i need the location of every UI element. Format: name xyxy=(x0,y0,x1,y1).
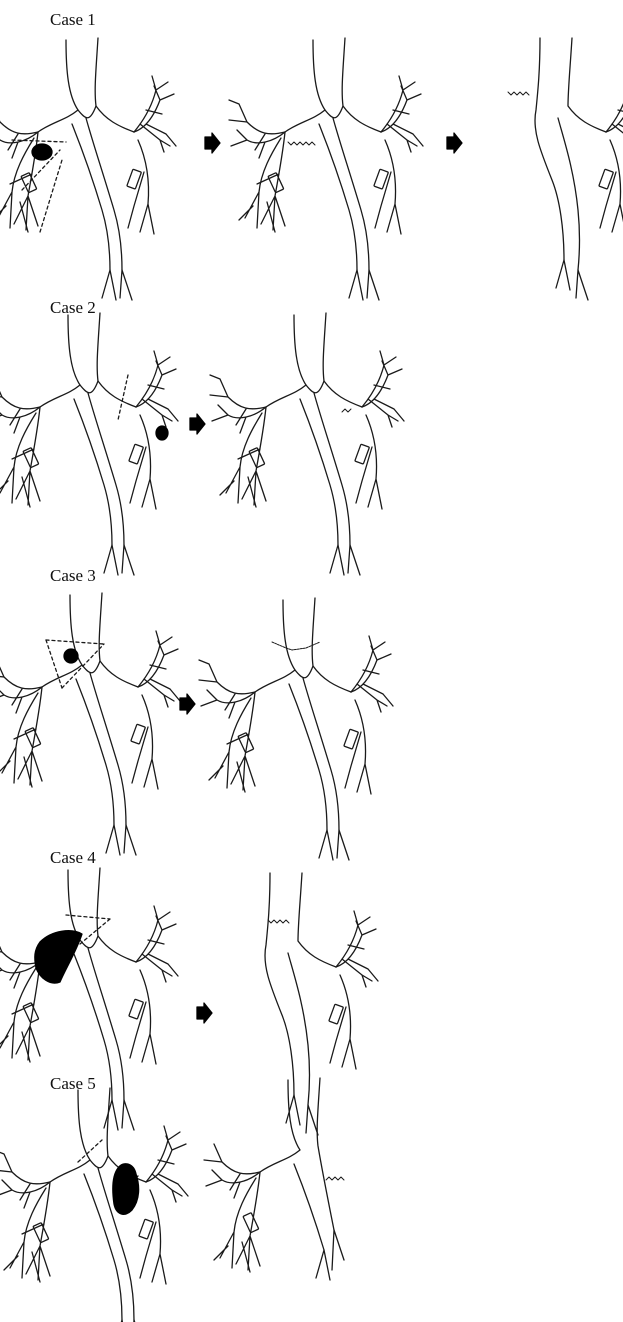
case-2-arrow xyxy=(190,414,205,434)
case-1-arrow-1 xyxy=(205,133,220,153)
case-1-arrow-2 xyxy=(447,133,462,153)
case-1-step-3 xyxy=(508,38,623,300)
case-3-step-2 xyxy=(199,598,393,860)
case-2-step-2 xyxy=(210,313,404,575)
case-1-step-1 xyxy=(0,38,176,300)
case-5-step-2 xyxy=(204,1078,344,1280)
case-4-step-1 xyxy=(0,868,178,1130)
case-1-tumor xyxy=(32,144,52,160)
case-4-step-2 xyxy=(265,873,378,1135)
case-1-step-2 xyxy=(229,38,423,300)
case-3-arrow xyxy=(180,694,195,714)
case-5-tumor xyxy=(113,1164,139,1215)
case-2-tumor xyxy=(156,426,168,440)
case-3-step-1 xyxy=(0,593,180,855)
case-2-step-1 xyxy=(0,313,178,575)
case-5-step-1 xyxy=(0,1088,188,1322)
case-3-tumor xyxy=(64,649,78,663)
case-4-arrow xyxy=(197,1003,212,1023)
